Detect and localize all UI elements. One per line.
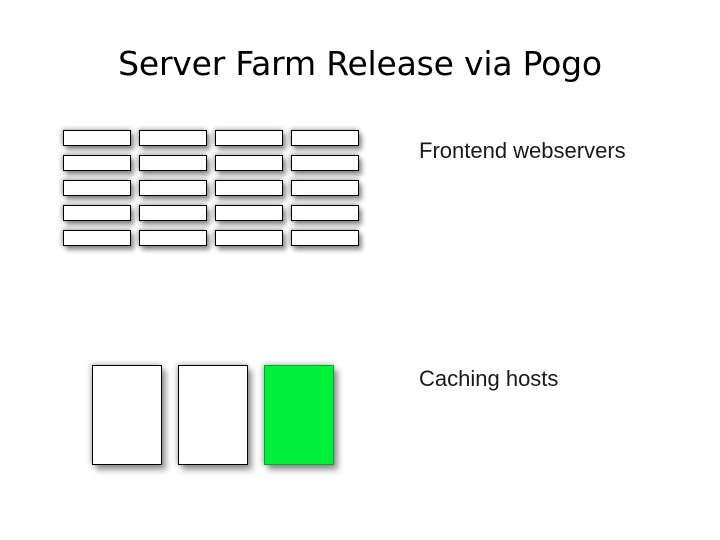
webserver-unit-r1c4[interactable] — [291, 130, 359, 146]
webserver-unit-r1c1[interactable] — [63, 130, 131, 146]
webserver-unit-r5c2[interactable] — [139, 230, 207, 246]
webserver-unit-r3c3[interactable] — [215, 180, 283, 196]
webserver-unit-r1c3[interactable] — [215, 130, 283, 146]
webserver-unit-r3c1[interactable] — [63, 180, 131, 196]
webserver-unit-r4c2[interactable] — [139, 205, 207, 221]
webserver-unit-r4c3[interactable] — [215, 205, 283, 221]
webserver-unit-r2c3[interactable] — [215, 155, 283, 171]
webserver-unit-r2c2[interactable] — [139, 155, 207, 171]
webserver-unit-r2c4[interactable] — [291, 155, 359, 171]
caching-host-2[interactable] — [178, 365, 248, 465]
webserver-unit-r4c1[interactable] — [63, 205, 131, 221]
webserver-unit-r2c1[interactable] — [63, 155, 131, 171]
webserver-unit-r5c1[interactable] — [63, 230, 131, 246]
webserver-unit-r5c4[interactable] — [291, 230, 359, 246]
caching-host-3[interactable] — [264, 365, 334, 465]
caching-host-1[interactable] — [92, 365, 162, 465]
webserver-unit-r1c2[interactable] — [139, 130, 207, 146]
webserver-unit-r5c3[interactable] — [215, 230, 283, 246]
webserver-unit-r3c2[interactable] — [139, 180, 207, 196]
frontend-webservers-label: Frontend webservers — [419, 138, 626, 163]
webserver-unit-r4c4[interactable] — [291, 205, 359, 221]
frontend-webserver-grid — [63, 130, 365, 250]
caching-hosts-label: Caching hosts — [419, 366, 559, 391]
webserver-unit-r3c4[interactable] — [291, 180, 359, 196]
page-title: Server Farm Release via Pogo — [118, 44, 602, 83]
caching-host-row — [92, 365, 334, 467]
